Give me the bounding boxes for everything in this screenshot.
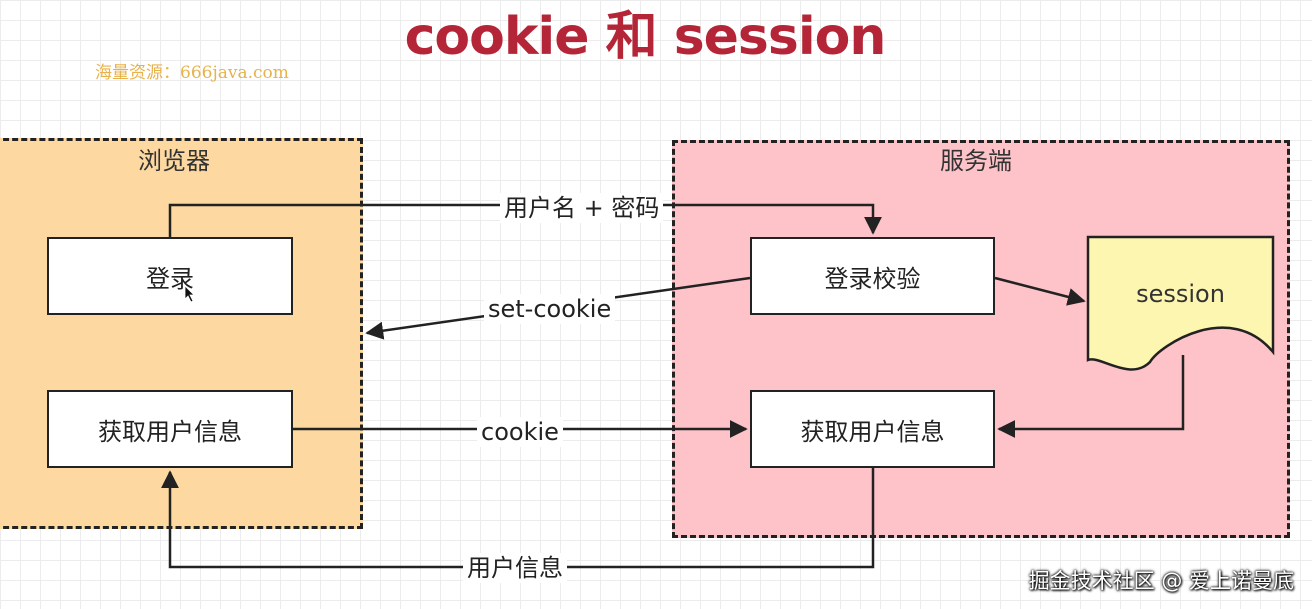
watermark: 海量资源：666java.com [95,63,289,83]
session-document-shape [1086,235,1275,371]
user-info-edge-label: 用户信息 [463,553,567,583]
browser-group-label: 浏览器 [138,147,210,175]
session-lookup-arrow [997,355,1185,438]
session-node-label: session [1136,280,1225,308]
diagram-title: cookie 和 session [404,7,887,67]
server-group [672,140,1290,538]
mouse-cursor-icon [184,285,195,303]
server-get-user-info-node: 获取用户信息 [750,390,995,468]
server-group-label: 服务端 [940,147,1012,175]
footer-credit: 掘金技术社区 @ 爱上诺曼底 [1028,569,1294,593]
login-check-node: 登录校验 [750,237,995,315]
browser-get-user-info-node: 获取用户信息 [47,390,293,468]
cookie-edge-label: cookie [477,417,563,447]
set-cookie-edge-label: set-cookie [484,294,616,324]
session-store-arrow [994,276,1086,306]
credentials-edge-label: 用户名 + 密码 [500,193,664,223]
